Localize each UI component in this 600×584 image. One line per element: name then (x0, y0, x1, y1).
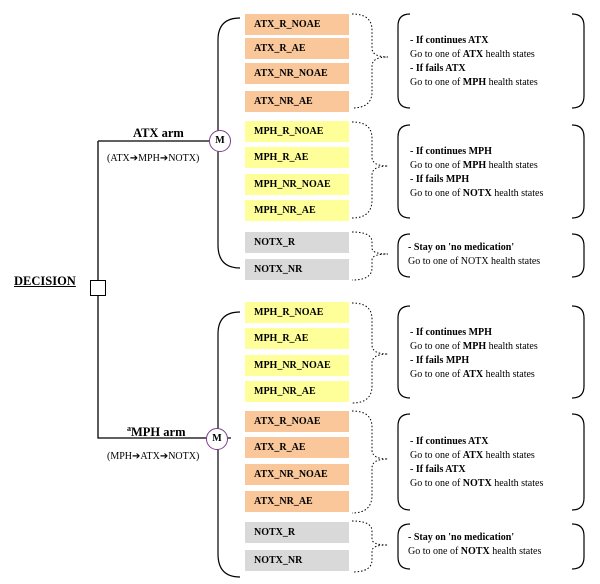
note-line: Go to one of NOTX health states (410, 187, 543, 201)
note-text: health states (483, 369, 535, 380)
note-line: Go to one of MPH health states (410, 159, 543, 173)
markov-node-atx-arm: M (209, 130, 231, 152)
note-text: ATX (462, 450, 484, 461)
transition-note: - If continues MPH Go to one of MPH healt… (410, 145, 543, 201)
health-state-box: MPH_R_AE (245, 328, 349, 349)
note-text: ATX (462, 369, 484, 380)
note-text: health states (483, 49, 535, 60)
note-text: - If continues MPH (410, 146, 492, 157)
health-state-box: NOTX_R (245, 232, 349, 253)
note-text: NOTX (462, 188, 492, 199)
note-line: - If fails ATX (410, 62, 538, 76)
transition-note: - If continues ATX Go to one of ATX healt… (410, 435, 543, 491)
note-text: Go to one of NOTX health states (408, 256, 541, 267)
decision-node (90, 280, 106, 296)
note-text: - If continues ATX (410, 436, 489, 447)
transition-note: - Stay on 'no medication' Go to one of NO… (408, 241, 540, 269)
transition-note: - If continues ATX Go to one of ATX healt… (410, 34, 538, 90)
mph-arm-sequence: (MPH➔ATX➔NOTX) (107, 451, 200, 462)
note-line: Go to one of ATX health states (410, 48, 538, 62)
note-line: - If fails ATX (410, 463, 543, 477)
markov-node-mph-arm: M (206, 428, 228, 450)
note-text: Go to one of (410, 478, 463, 489)
health-state-box: MPH_R_AE (245, 147, 349, 168)
note-text: health states (486, 160, 538, 171)
note-text: health states (491, 478, 544, 489)
note-text: health states (486, 77, 538, 88)
note-line: - If continues ATX (410, 34, 538, 48)
note-text: ATX (462, 49, 484, 60)
note-line: - If continues MPH (410, 145, 543, 159)
note-text: Go to one of (410, 188, 463, 199)
note-line: - If continues MPH (410, 326, 538, 340)
health-state-box: MPH_R_NOAE (245, 302, 349, 323)
health-state-box: ATX_NR_AE (245, 491, 349, 512)
note-text: MPH (462, 77, 487, 88)
note-line: Go to one of ATX health states (410, 449, 543, 463)
note-text: MPH (462, 341, 487, 352)
note-line: Go to one of MPH health states (410, 76, 538, 90)
note-text: Go to one of (408, 546, 461, 557)
health-state-box: MPH_R_NOAE (245, 121, 349, 142)
health-state-box: NOTX_NR (245, 259, 349, 280)
note-text: health states (491, 188, 544, 199)
note-text: - If continues ATX (410, 35, 489, 46)
note-text: Go to one of (410, 77, 463, 88)
note-text: Go to one of (410, 49, 463, 60)
note-line: Go to one of NOTX health states (410, 477, 543, 491)
note-line: - Stay on 'no medication' (408, 531, 541, 545)
health-state-box: NOTX_R (245, 522, 349, 543)
transition-note: - Stay on 'no medication' Go to one of NO… (408, 531, 541, 559)
health-state-box: ATX_NR_NOAE (245, 63, 349, 84)
health-state-box: ATX_R_NOAE (245, 14, 349, 35)
note-text: NOTX (462, 478, 492, 489)
health-state-box: ATX_NR_AE (245, 91, 349, 112)
note-text: - If fails ATX (410, 464, 466, 475)
note-text: - If fails ATX (410, 63, 466, 74)
note-line: Go to one of NOTX health states (408, 545, 541, 559)
note-text: - If continues MPH (410, 327, 492, 338)
note-text: MPH (462, 160, 487, 171)
note-text: health states (489, 546, 542, 557)
health-state-box: ATX_R_NOAE (245, 411, 349, 432)
atx-arm-sequence: (ATX➔MPH➔NOTX) (107, 153, 200, 164)
note-line: - If fails MPH (410, 173, 543, 187)
health-state-box: ATX_R_AE (245, 38, 349, 59)
note-text: Go to one of (410, 450, 463, 461)
note-text: - Stay on 'no medication' (408, 242, 515, 253)
note-line: Go to one of MPH health states (410, 340, 538, 354)
note-text: Go to one of (410, 369, 463, 380)
mph-arm-label: aMPH arm (127, 424, 186, 440)
atx-arm-label: ATX arm (133, 126, 184, 141)
note-text: Go to one of (410, 160, 463, 171)
note-text: - If fails MPH (410, 355, 470, 366)
decision-label: DECISION (14, 274, 76, 288)
health-state-box: MPH_NR_NOAE (245, 355, 349, 376)
note-line: - Stay on 'no medication' (408, 241, 540, 255)
note-text: Go to one of (410, 341, 463, 352)
note-line: Go to one of ATX health states (410, 368, 538, 382)
health-state-box: MPH_NR_AE (245, 381, 349, 402)
note-text: - If fails MPH (410, 174, 470, 185)
note-text: health states (483, 450, 535, 461)
note-line: - If fails MPH (410, 354, 538, 368)
health-state-box: NOTX_NR (245, 550, 349, 571)
note-text: - Stay on 'no medication' (408, 532, 515, 543)
note-line: Go to one of NOTX health states (408, 255, 540, 269)
note-text: health states (486, 341, 538, 352)
health-state-box: MPH_NR_AE (245, 200, 349, 221)
health-state-box: ATX_NR_NOAE (245, 464, 349, 485)
health-state-box: ATX_R_AE (245, 437, 349, 458)
note-line: - If continues ATX (410, 435, 543, 449)
transition-note: - If continues MPH Go to one of MPH healt… (410, 326, 538, 382)
health-state-box: MPH_NR_NOAE (245, 174, 349, 195)
note-text: NOTX (460, 546, 490, 557)
